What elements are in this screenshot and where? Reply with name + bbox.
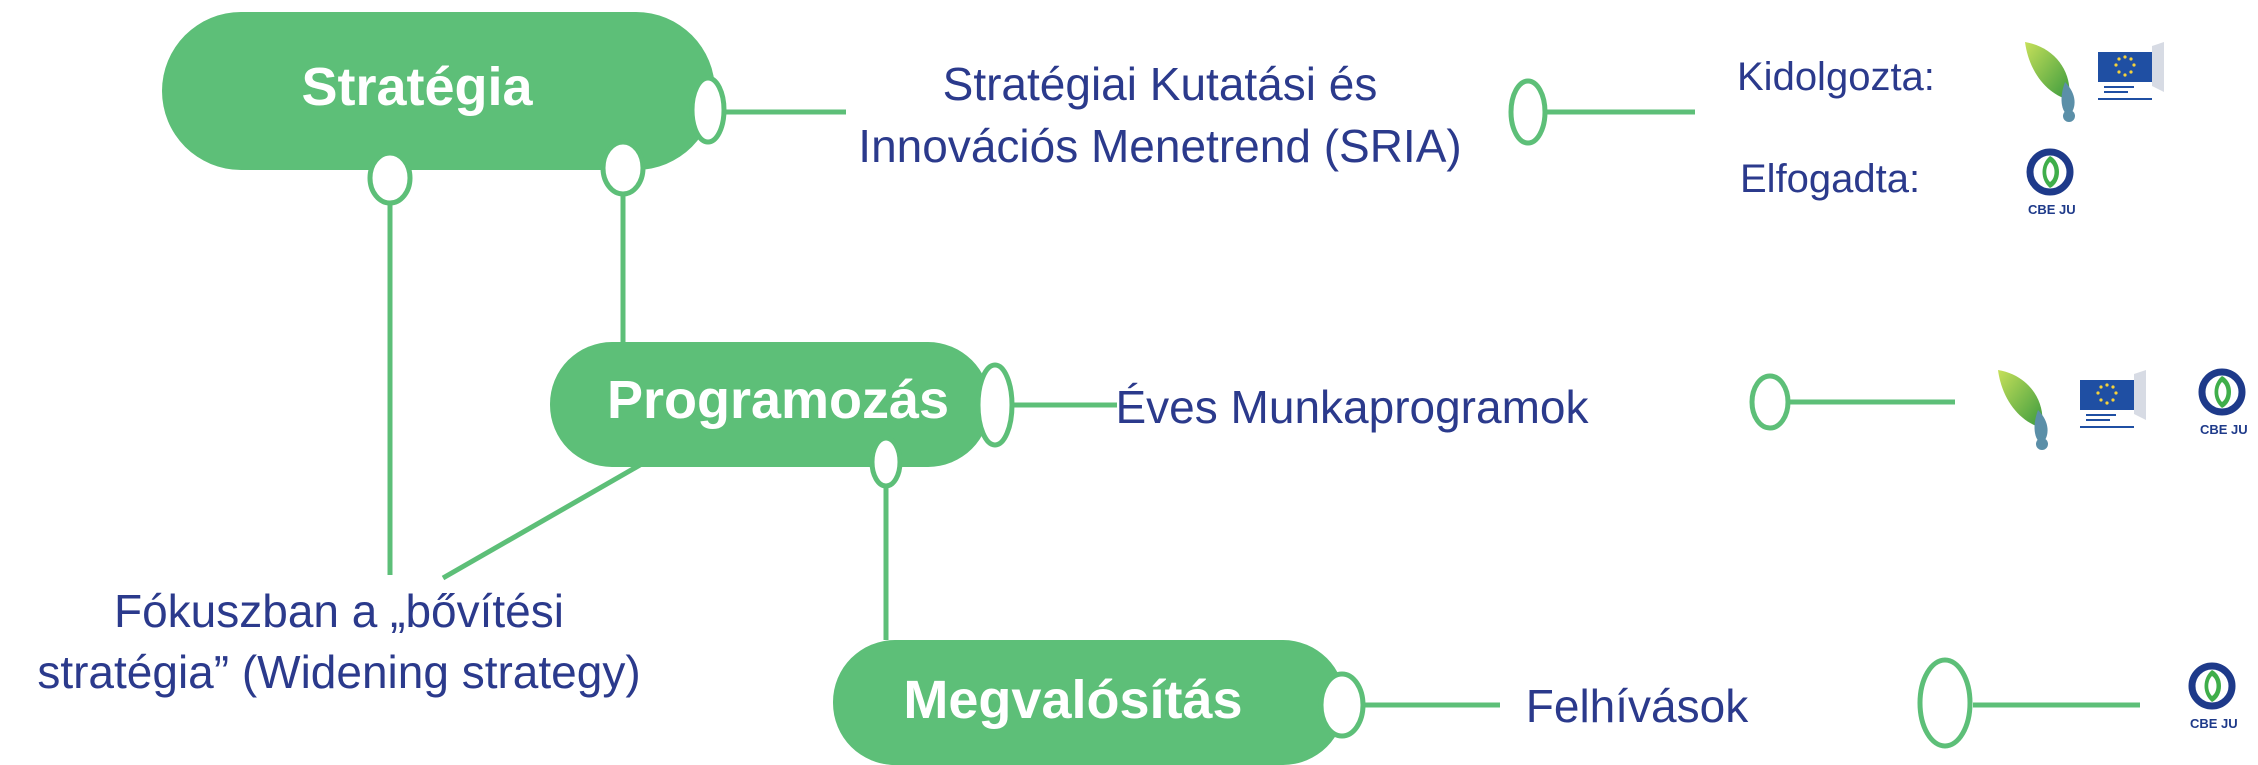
oval-strategia-bottom-right [600, 139, 646, 197]
oval-eves-right [1749, 373, 1791, 431]
node-programozas: Programozás [550, 342, 990, 467]
oval-felhivasok-right [1917, 657, 1973, 749]
oval-strategia-bottom-left [367, 150, 413, 206]
bbi-leaf-logo [2025, 42, 2075, 122]
cbe-ju-logo-3: CBE JU [2190, 666, 2238, 731]
connector-lines [387, 109, 2140, 708]
oval-megvalositas-right [1318, 671, 1366, 739]
cbe-ju-logo-text: CBE JU [2028, 202, 2076, 217]
sria-label-line1: Stratégiai Kutatási és [943, 58, 1378, 110]
node-strategia: Stratégia [162, 12, 715, 170]
programozas-pill [550, 342, 990, 467]
node-megvalositas: Megvalósítás [833, 640, 1345, 765]
strategia-pill [162, 12, 715, 170]
oval-sria-right [1508, 78, 1548, 146]
cbe-ju-logo-2-text: CBE JU [2200, 422, 2248, 437]
strategia-label: Stratégia [301, 57, 533, 117]
fokusz-label-line2: stratégia” (Widening strategy) [37, 646, 640, 698]
eves-label: Éves Munkaprogramok [1116, 381, 1590, 433]
sria-label-line2: Innovációs Menetrend (SRIA) [858, 120, 1461, 172]
oval-strategia-right [689, 75, 727, 145]
connector-programozas-fokusz [441, 462, 642, 581]
oval-programozas-bottom [869, 435, 903, 489]
kidolgozta-label: Kidolgozta: [1737, 55, 1935, 99]
programozas-label: Programozás [607, 370, 949, 430]
cbe-ju-logo-3-text: CBE JU [2190, 716, 2238, 731]
felhivasok-label: Felhívások [1526, 680, 1749, 732]
bbi-leaf-logo-2 [1998, 370, 2048, 450]
megvalositas-label: Megvalósítás [903, 670, 1242, 730]
oval-programozas-right [975, 362, 1015, 448]
cbe-ju-logo-2: CBE JU [2200, 372, 2248, 437]
megvalositas-pill [833, 640, 1345, 765]
fokusz-label-line1: Fókuszban a „bővítési [114, 585, 564, 637]
european-commission-logo [2098, 40, 2164, 102]
connector-ovals [367, 75, 1973, 749]
european-commission-logo-2 [2080, 368, 2146, 430]
cbe-ju-logo: CBE JU [2028, 152, 2076, 217]
elfogadta-label: Elfogadta: [1740, 157, 1920, 201]
